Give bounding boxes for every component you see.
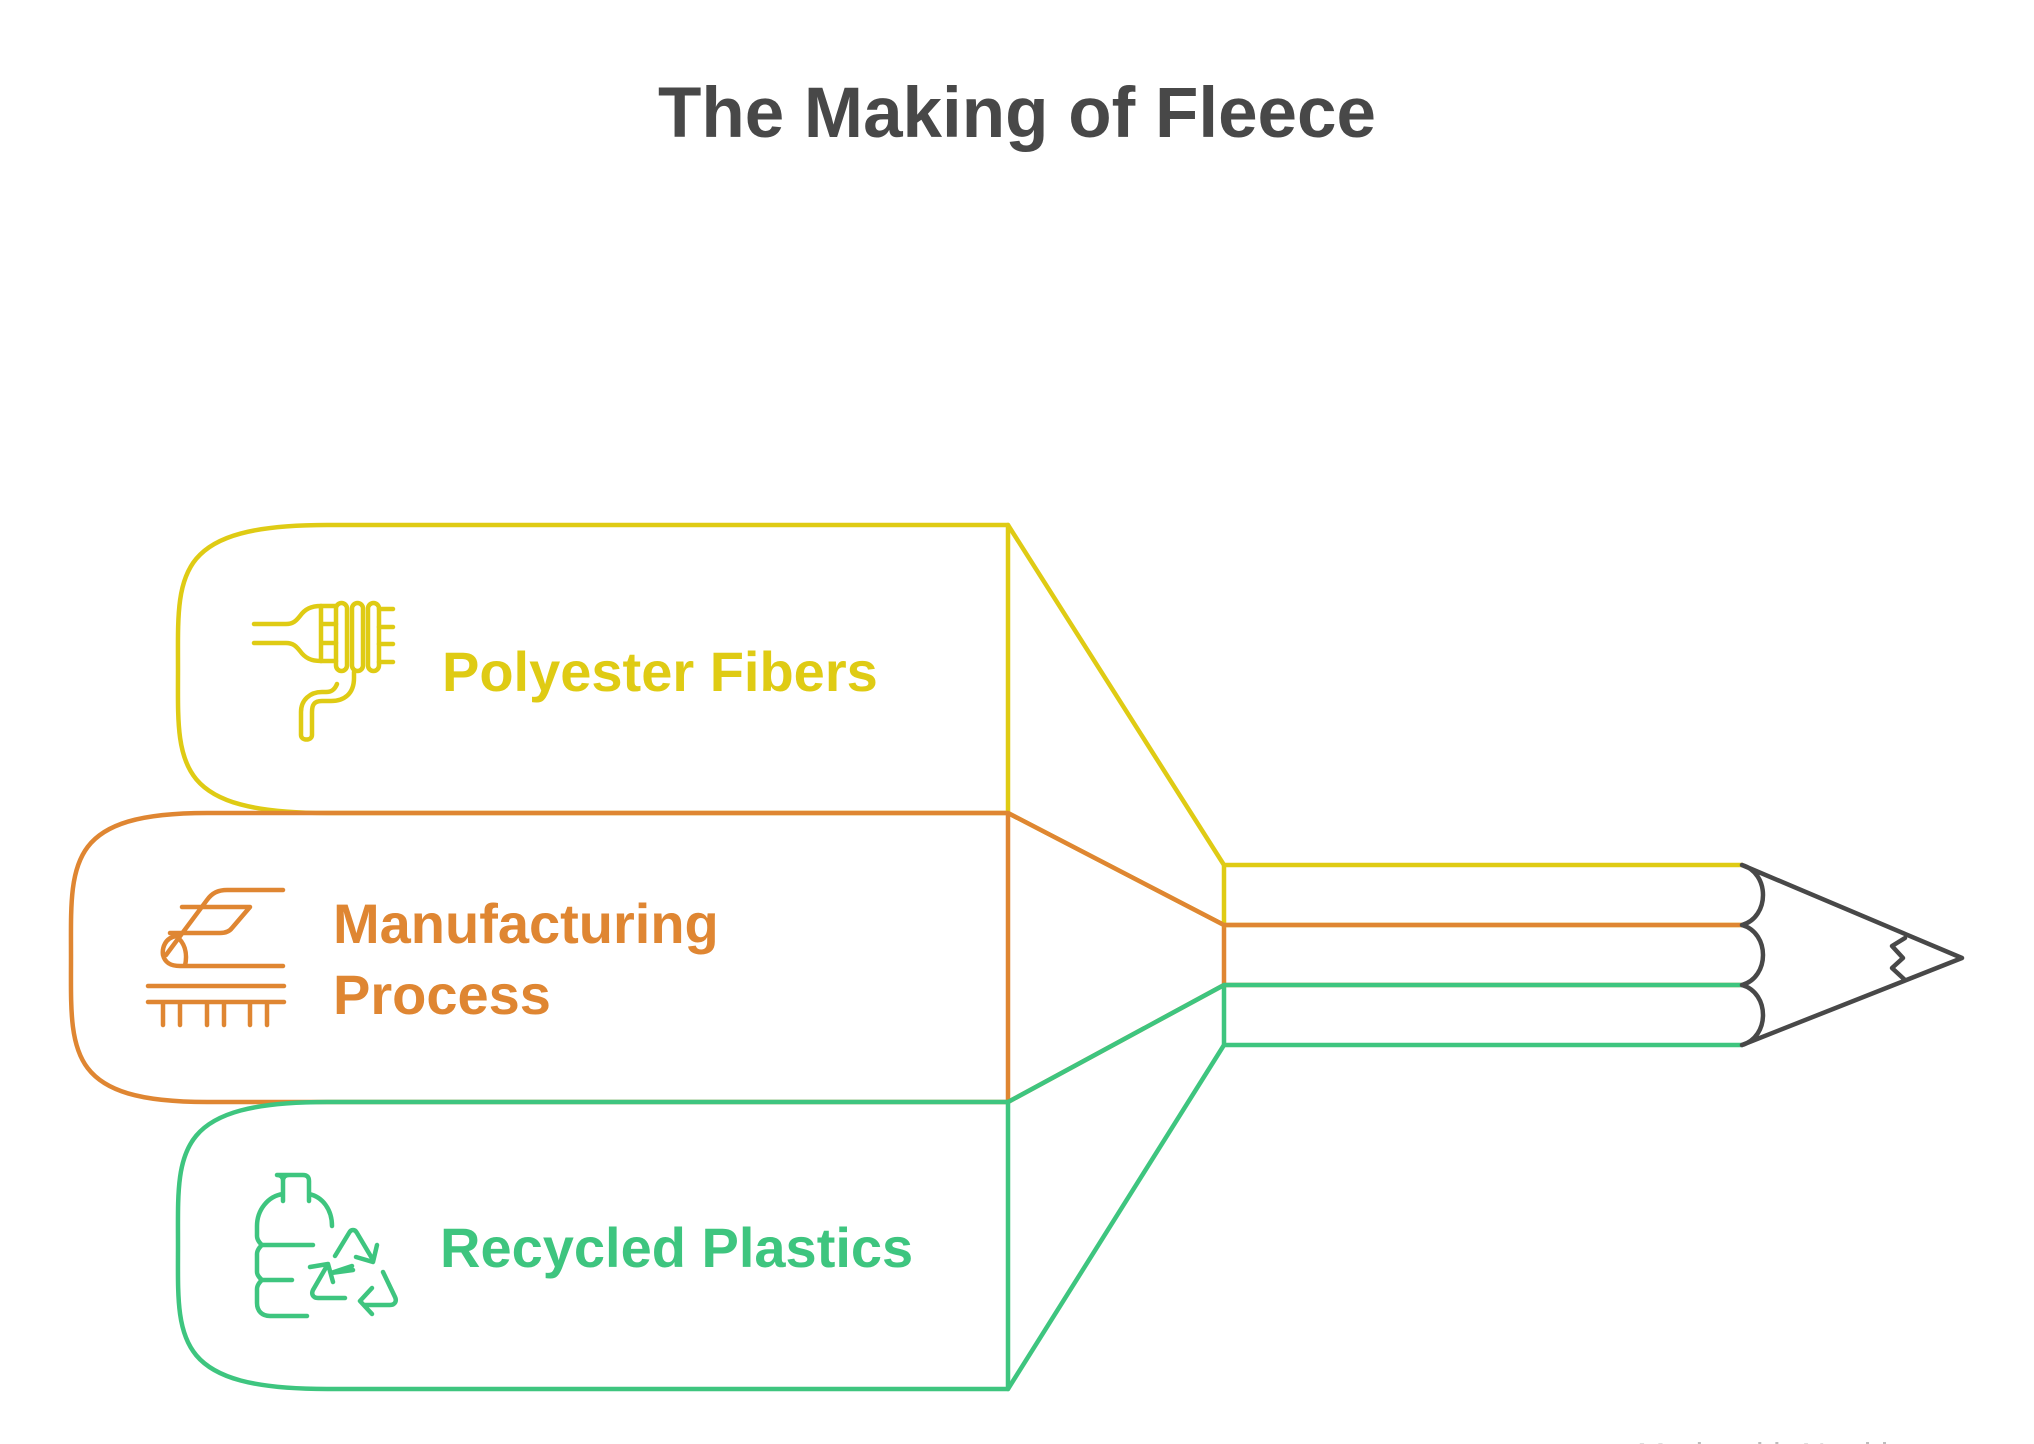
recycled-funnel-outline	[1005, 982, 1227, 1392]
stage-recycled-plastics: Recycled Plastics	[175, 982, 1227, 1392]
fiber-bundle-frame	[318, 603, 339, 664]
manufacturing-funnel-outline	[1005, 810, 1227, 1105]
pencil-graphic	[1221, 862, 1965, 1048]
fiber-tail	[298, 669, 357, 742]
stage-manufacturing-process: Manufacturing Process	[68, 810, 1227, 1105]
watermark-text: Made with Napkin	[1637, 1437, 1907, 1444]
napkin-watermark[interactable]: Made with Napkin	[1637, 1437, 1907, 1444]
page-title: The Making of Fleece	[658, 74, 1376, 153]
pencil-band-polyester	[1221, 862, 1745, 928]
manufacturing-segment-outline	[68, 810, 1011, 1105]
pencil-band-recycled	[1221, 982, 1745, 1048]
stage-polyester-fibers: Polyester Fibers	[175, 522, 1227, 928]
fabric-roll-machine-icon	[145, 887, 287, 1028]
pencil-tip-icon	[1739, 862, 1965, 1048]
fiber-stubs	[376, 606, 396, 665]
bottle-outline	[254, 1172, 335, 1319]
recycle-arrows	[307, 1227, 399, 1317]
fabric-roll	[160, 933, 286, 969]
bottle-recycle-icon	[254, 1172, 399, 1319]
polyester-segment-outline	[175, 522, 1011, 816]
fabric-sheet	[163, 887, 286, 958]
fiber-loop	[365, 600, 382, 674]
recycled-plastics-label: Recycled Plastics	[440, 1216, 913, 1279]
pencil-band-manufacturing	[1221, 922, 1745, 988]
fiber-strand-lines	[251, 603, 324, 664]
polyester-funnel-outline	[1005, 522, 1227, 928]
fiber-strand-icon	[251, 600, 396, 742]
recycled-segment-outline	[175, 1099, 1011, 1392]
manufacturing-label-line-2: Process	[333, 963, 551, 1026]
machine-base	[145, 983, 287, 1028]
manufacturing-label-line-1: Manufacturing	[333, 892, 719, 955]
polyester-fibers-label: Polyester Fibers	[442, 640, 878, 703]
fiber-loop	[333, 600, 350, 674]
fiber-loop	[349, 600, 366, 674]
